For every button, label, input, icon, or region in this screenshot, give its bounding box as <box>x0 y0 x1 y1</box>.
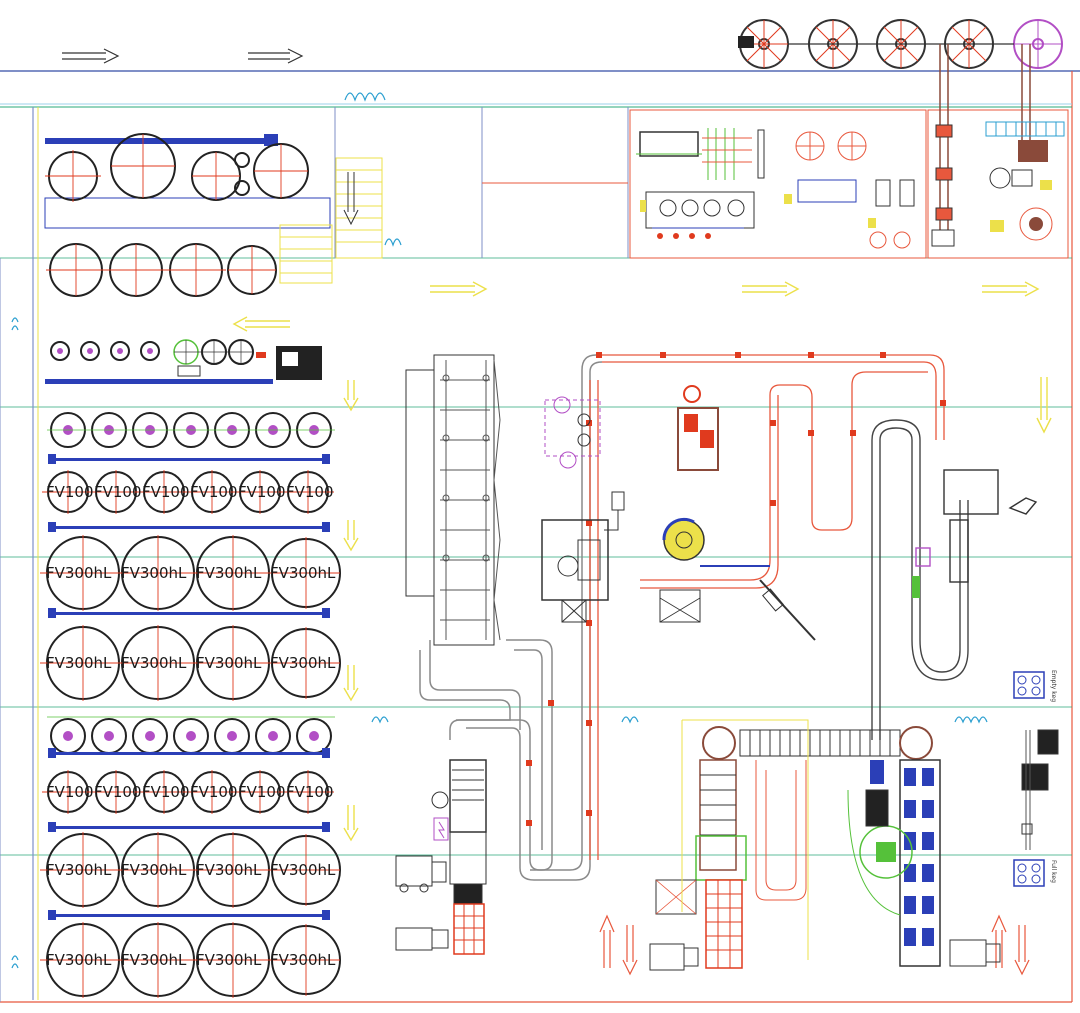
tank-label: FV100 <box>238 783 286 801</box>
tank-fv300: FV300hL FV300hL FV300hL FV300hL <box>40 625 341 701</box>
tank-label: FV300hL <box>46 564 112 582</box>
keg-pallet-icon: Empty keg <box>1013 670 1057 702</box>
filtration-area <box>45 339 322 384</box>
catwalk-rails <box>48 454 330 920</box>
keg-room <box>985 121 1065 241</box>
tank-fv100: FV100 FV100 FV100 FV100 FV100 FV100 <box>42 470 334 514</box>
tank-label: FV300hL <box>46 951 112 969</box>
tank-label: FV300hL <box>46 654 112 672</box>
small-tank-row <box>47 412 335 754</box>
direction-arrow-icon <box>232 281 1052 842</box>
control-cabinet <box>677 385 719 471</box>
tank-label: FV300hL <box>270 861 336 879</box>
tank-label: FV300hL <box>121 951 187 969</box>
fermentation-cellar: FV100 FV100 FV100 FV100 FV100 FV100 FV30… <box>40 412 341 998</box>
tank-fv300: FV300hL FV300hL FV300hL FV300hL <box>40 535 341 611</box>
pallet-line-right <box>847 759 941 967</box>
tank-label: FV300hL <box>270 951 336 969</box>
tank-label: FV300hL <box>196 861 262 879</box>
building-walls <box>0 70 1080 1003</box>
bottle-conveyor-vertical <box>931 44 1048 247</box>
tank-label: FV100 <box>142 783 190 801</box>
wave-symbol-icon <box>11 92 988 969</box>
palletizer-center <box>655 719 933 969</box>
filler <box>659 517 770 623</box>
tank-label: FV300hL <box>196 951 262 969</box>
tank-fv100: FV100 FV100 FV100 FV100 FV100 FV100 <box>42 770 334 814</box>
direction-arrow-icon <box>599 914 1030 976</box>
tank-label: FV300hL <box>270 564 336 582</box>
keg-pallet-icon: Full keg <box>1013 859 1057 887</box>
keg-washer-row <box>738 19 1063 69</box>
forklift-icon <box>395 855 1001 971</box>
accumulation-table <box>871 419 1038 740</box>
conveyor-sensors <box>526 352 946 826</box>
brewhouse-area <box>44 133 383 297</box>
tank-fv300: FV300hL FV300hL FV300hL FV300hL <box>40 922 341 998</box>
palletizer-left <box>431 759 487 955</box>
tank-label: FV300hL <box>270 654 336 672</box>
tank-label: FV100 <box>46 483 94 501</box>
tank-label: FV300hL <box>196 564 262 582</box>
tank-label: FV300hL <box>121 861 187 879</box>
tank-label: FV100 <box>94 783 142 801</box>
bottle-conveyor-main <box>589 354 945 860</box>
stair <box>279 157 383 284</box>
utility-room <box>636 128 915 249</box>
tank-label: FV300hL <box>196 654 262 672</box>
hazard-icon <box>759 579 816 641</box>
tank-fv300: FV300hL FV300hL FV300hL FV300hL <box>40 832 341 908</box>
tank-icon <box>45 133 309 202</box>
tank-label: FV100 <box>238 483 286 501</box>
tank-label: FV300hL <box>46 861 112 879</box>
bottle-washer <box>405 354 501 646</box>
tank-label: FV100 <box>94 483 142 501</box>
empty-keg-label: Empty keg <box>1050 670 1057 702</box>
bottle-conveyor <box>419 354 603 881</box>
full-keg-label: Full keg <box>1050 860 1057 883</box>
tank-label: FV100 <box>190 783 238 801</box>
tank-label: FV100 <box>190 483 238 501</box>
labeler <box>541 491 625 623</box>
direction-arrow-icon <box>62 48 304 64</box>
tank-label: FV100 <box>286 783 334 801</box>
tank-label: FV100 <box>286 483 334 501</box>
tank-label: FV100 <box>142 483 190 501</box>
keg-filler <box>1021 729 1059 850</box>
tank-label: FV300hL <box>121 654 187 672</box>
tank-label: FV300hL <box>121 564 187 582</box>
tank-label: FV100 <box>46 783 94 801</box>
tank-icon <box>46 243 277 297</box>
inspection-unit <box>544 396 601 469</box>
